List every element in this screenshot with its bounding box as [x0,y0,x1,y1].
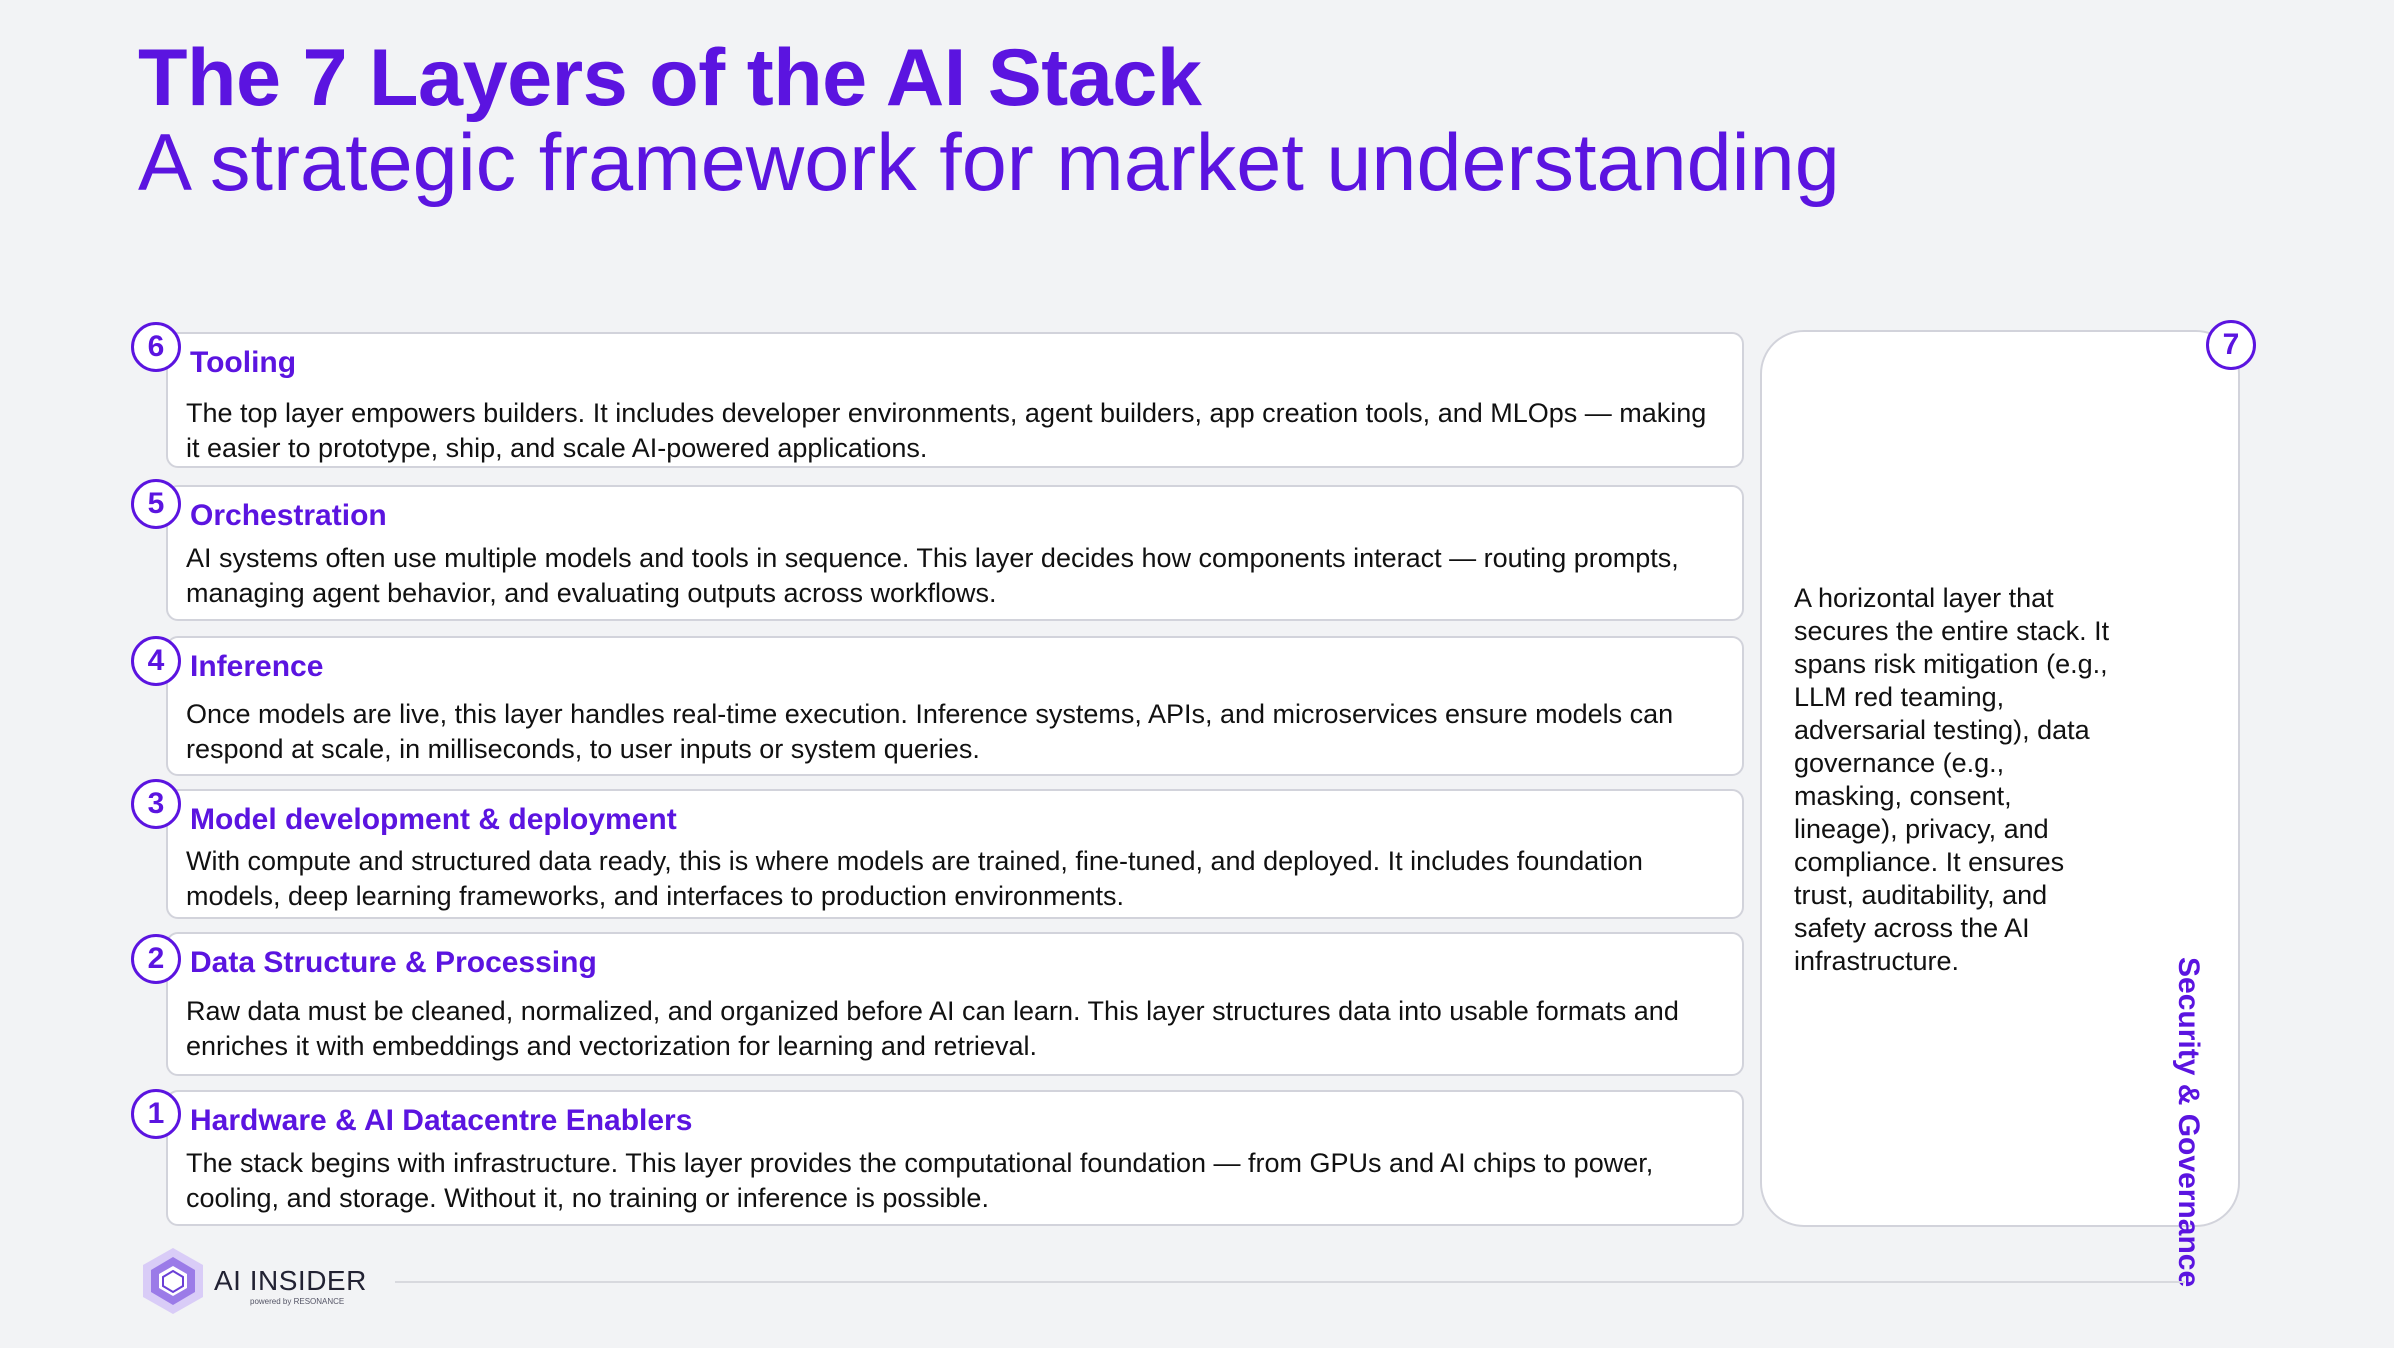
layer-number-badge: 4 [131,636,181,686]
hexagon-logo-icon [143,1248,203,1314]
layer-card-model-development: Model development & deployment With comp… [166,789,1744,919]
layer-number-badge: 7 [2206,320,2256,370]
layer-card-data-structure: Data Structure & Processing Raw data mus… [166,932,1744,1076]
security-governance-panel: A horizontal layer that secures the enti… [1760,330,2240,1287]
layer-number-badge: 3 [131,779,181,829]
security-label: Security & Governance [2172,957,2205,1288]
page-subtitle: A strategic framework for market underst… [138,118,1840,208]
layer-card-tooling: Tooling The top layer empowers builders.… [166,332,1744,468]
layer-description: Once models are live, this layer handles… [186,699,1674,764]
layer-description: The stack begins with infrastructure. Th… [186,1148,1654,1213]
layer-card-inference: Inference Once models are live, this lay… [166,636,1744,776]
page-title: The 7 Layers of the AI Stack [138,33,1202,123]
layer-title: Hardware & AI Datacentre Enablers [190,1104,693,1137]
layer-title: Data Structure & Processing [190,946,597,979]
layer-title: Tooling [190,346,297,379]
security-description: A horizontal layer that secures the enti… [1794,583,2110,976]
layer-title: Inference [190,650,324,683]
layer-title: Model development & deployment [190,803,677,836]
layer-description: The top layer empowers builders. It incl… [186,398,1707,463]
brand-subtitle: powered by RESONANCE [250,1297,345,1306]
layer-number-badge: 5 [131,479,181,529]
layer-number-badge: 2 [131,934,181,984]
layer-card-orchestration: Orchestration AI systems often use multi… [166,485,1744,621]
layer-card-hardware: Hardware & AI Datacentre Enablers The st… [166,1090,1744,1226]
layer-number-badge: 1 [131,1089,181,1139]
layer-title: Orchestration [190,499,387,532]
footer-divider [395,1281,2185,1283]
layer-description: AI systems often use multiple models and… [186,543,1679,608]
brand-name: AI INSIDER [214,1265,367,1296]
layer-description: Raw data must be cleaned, normalized, an… [186,996,1679,1061]
layer-number-badge: 6 [131,322,181,372]
layer-description: With compute and structured data ready, … [186,846,1643,911]
